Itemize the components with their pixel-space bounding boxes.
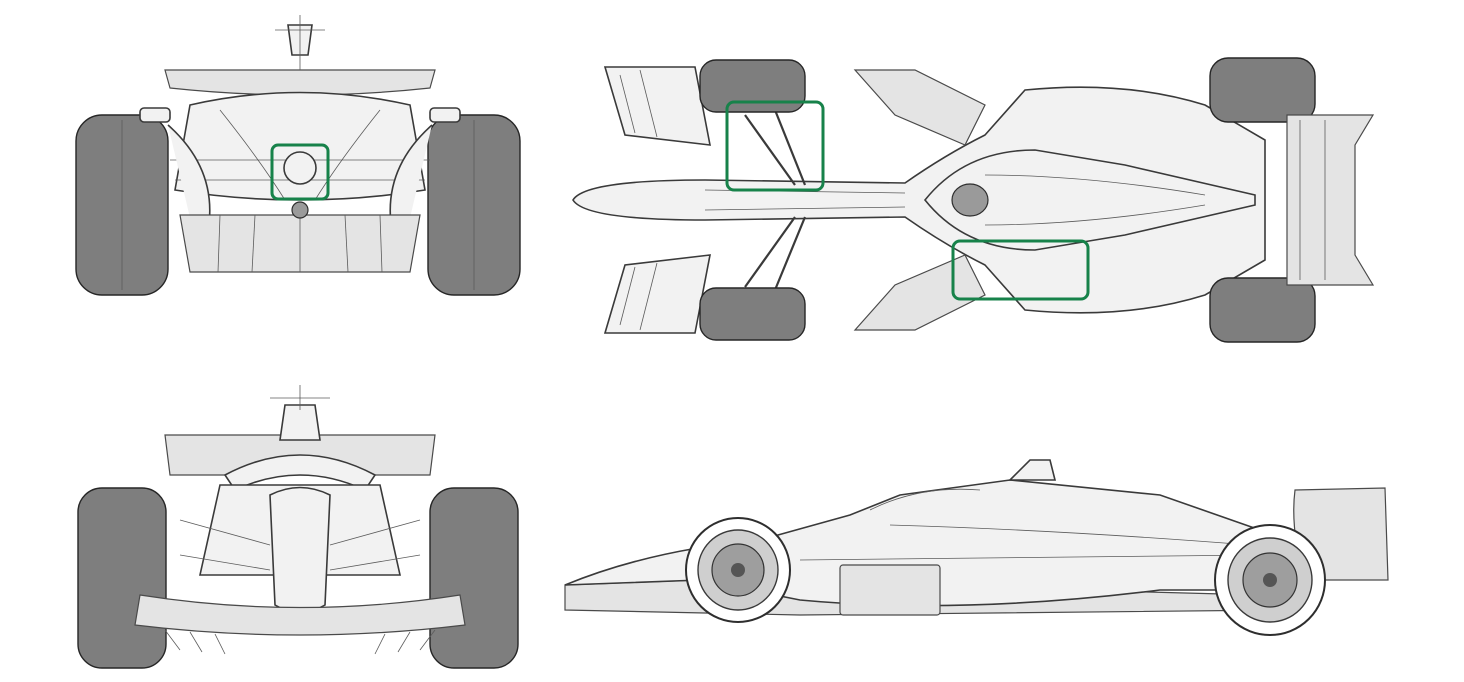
nose: [269, 486, 331, 614]
front-right-tire-top: [699, 287, 806, 341]
highlight-sidepod-floor: [951, 239, 1090, 301]
front-wheel: [685, 517, 791, 623]
side-view-drawing: [564, 459, 1389, 636]
driver-helmet: [951, 183, 989, 217]
top-chassis: [572, 86, 1266, 314]
front-wing-left: [603, 66, 711, 146]
highlight-front-suspension: [725, 100, 825, 192]
rear-right-tire-top: [1209, 277, 1316, 343]
rear-wing-top: [1286, 114, 1375, 286]
side-view: [560, 450, 1390, 645]
rear-view-drawing: [75, 15, 521, 296]
halo: [223, 454, 377, 492]
rear-view: [70, 10, 540, 305]
front-view-drawing: [77, 385, 519, 669]
rear-left-tire-top: [1209, 57, 1316, 123]
airbox: [1008, 459, 1057, 481]
front-wing-right: [603, 254, 711, 334]
front-right-tire: [429, 487, 519, 669]
top-view: [565, 55, 1380, 345]
front-left-tire: [77, 487, 167, 669]
front-view: [70, 380, 540, 675]
highlight-rear-center: [270, 143, 330, 201]
rear-wing: [164, 69, 436, 96]
front-wing: [134, 594, 466, 636]
rear-wheel: [1214, 524, 1326, 636]
top-view-drawing: [572, 57, 1375, 343]
front-left-tire-top: [699, 59, 806, 113]
